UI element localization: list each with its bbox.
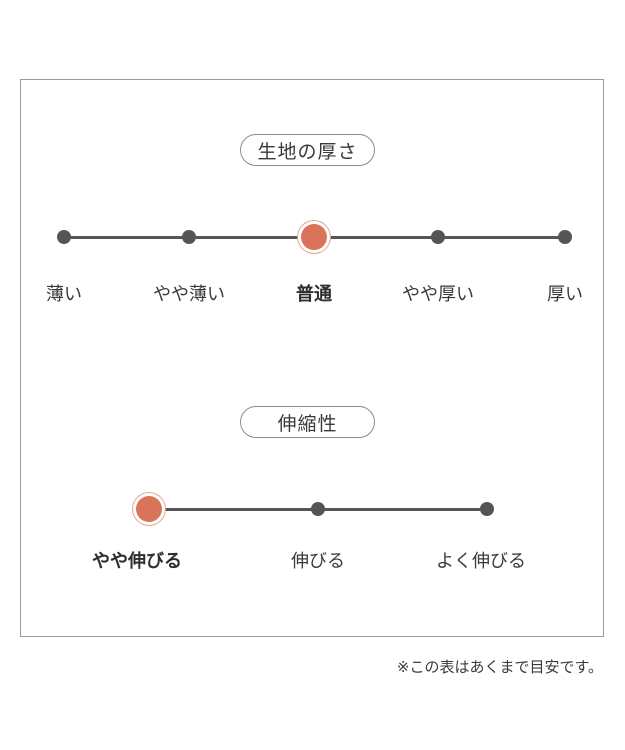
stretch-label-slightly-stretchy: やや伸びる bbox=[92, 551, 182, 572]
stretch-dot-2 bbox=[311, 502, 325, 516]
thickness-label-slightly-thin: やや薄い bbox=[153, 284, 225, 305]
thickness-selected-marker bbox=[301, 224, 327, 250]
thickness-label-normal: 普通 bbox=[296, 284, 332, 305]
thickness-label-thick: 厚い bbox=[547, 284, 583, 305]
stretch-label-very-stretchy: よく伸びる bbox=[436, 551, 526, 572]
thickness-dot-5 bbox=[558, 230, 572, 244]
stretch-title-badge: 伸縮性 bbox=[240, 406, 375, 438]
thickness-dot-4 bbox=[431, 230, 445, 244]
stretch-selected-marker bbox=[136, 496, 162, 522]
thickness-title-badge: 生地の厚さ bbox=[240, 134, 375, 166]
disclaimer-note: ※この表はあくまで目安です。 bbox=[396, 658, 603, 676]
stretch-dot-3 bbox=[480, 502, 494, 516]
chart-frame bbox=[20, 79, 604, 637]
stretch-label-stretchy: 伸びる bbox=[291, 551, 345, 572]
thickness-title: 生地の厚さ bbox=[257, 140, 358, 163]
stretch-title: 伸縮性 bbox=[277, 412, 338, 435]
thickness-dot-1 bbox=[57, 230, 71, 244]
thickness-label-slightly-thick: やや厚い bbox=[402, 284, 474, 305]
thickness-dot-2 bbox=[182, 230, 196, 244]
thickness-label-thin: 薄い bbox=[46, 284, 82, 305]
